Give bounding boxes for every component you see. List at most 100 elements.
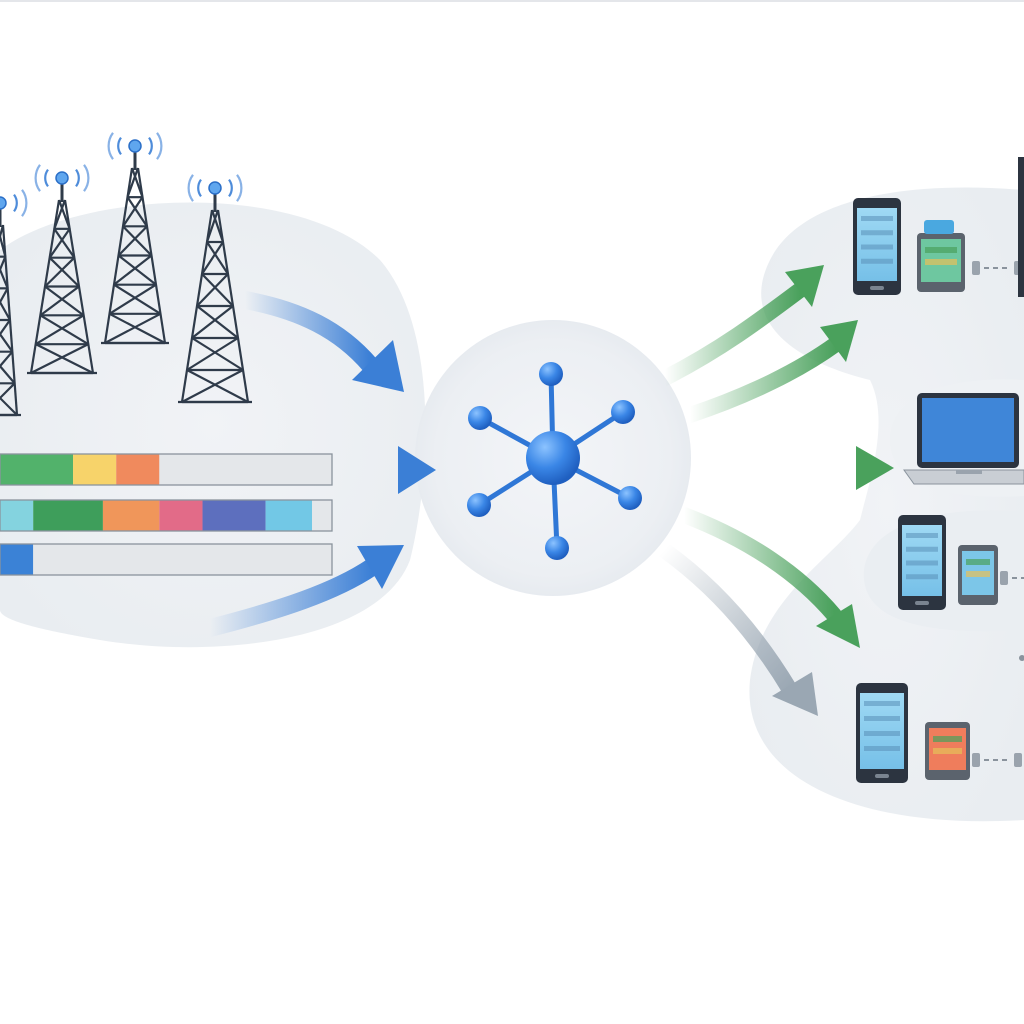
tower-brace [117,225,148,257]
screen-line [933,736,962,742]
signal-wave-icon [75,168,80,188]
signal-wave-icon [148,136,153,156]
laptop-screen [922,398,1014,462]
signal-wave-icon [187,174,194,202]
tower-brace [186,369,249,403]
device-group-3 [898,515,1024,610]
home-button [915,601,929,605]
source-region [0,202,426,648]
plug [1000,571,1008,585]
tower-3 [101,132,169,345]
tower-brace [35,314,85,346]
signal-wave-icon [34,164,41,192]
connector-icon [1000,571,1024,585]
tower-brace [0,382,16,400]
smartphone-icon [856,683,908,783]
outflow-arrowhead-3 [856,446,894,490]
tower-brace [122,196,144,227]
signal-wave-icon [156,132,163,160]
signal-wave-icon [236,174,243,202]
screen-line [906,574,938,580]
tower-brace [0,232,7,257]
tower-brace [108,312,166,344]
bar-segment [312,500,332,531]
tower-brace [117,254,157,286]
screen-line [966,571,990,577]
tower-brace [0,350,14,368]
tower-brace [0,224,5,241]
tower-brace [113,254,153,286]
tower-brace [35,343,94,374]
inflow-arrowhead-middle [398,446,436,494]
tower-brace [191,337,244,371]
bar-segment [102,500,160,531]
tower-1 [0,189,28,417]
outflow-arrow-1 [657,282,808,386]
data-bar-1 [0,453,333,486]
home-button [875,774,889,778]
signal-wave-icon [83,164,90,192]
plug [972,261,980,275]
signal-wave-icon [21,189,28,217]
signal-wave-icon [44,168,49,188]
tower-brace [191,305,234,339]
bar-segment [159,500,203,531]
screen-line [864,701,900,706]
bar-segment [0,500,34,531]
screen-line [861,258,893,264]
hub-node-icon [467,493,491,517]
tower-brace [196,273,229,307]
antenna-node [128,139,142,153]
tower-brace [104,312,162,344]
hub-node-icon [468,406,492,430]
tower-brace [201,273,234,307]
outflow-arrowhead-4 [816,604,860,648]
home-button [870,286,884,290]
screen-line [925,247,957,253]
tower-brace [186,337,239,371]
tower-brace [126,196,148,227]
tower-brace [0,256,7,273]
tablet-icon [925,722,970,780]
screen-line [933,748,962,754]
screen-line [925,259,957,265]
signal-wave-icon [107,132,114,160]
bar-segment [0,544,34,575]
bar-segment [159,454,332,485]
cloud-tag [924,220,954,234]
trackpad [956,470,982,474]
inflow-arrow-top [236,291,379,374]
bar-segment [265,500,313,531]
inflow-arrowhead-top [352,340,404,392]
bar-segment [33,544,332,575]
screen-line [906,560,938,566]
connector-icon [972,753,1022,767]
tablet-icon [958,545,998,605]
tower-brace [39,314,89,346]
data-stream-bars [0,453,333,576]
screen-line [966,559,990,565]
tower-brace [57,199,71,230]
edge-device [1018,157,1024,297]
outflow-arrow-5 [656,542,798,698]
tower-brace [196,305,239,339]
hub-node-icon [539,362,563,386]
antenna-node [0,196,7,210]
screen-line [864,746,900,751]
smartphone-icon [853,198,901,295]
tower-brace [0,319,11,337]
bar-segment [202,500,266,531]
tower-brace [0,299,11,321]
inflow-arrowhead-bottom [357,545,404,589]
tower-brace [48,256,80,288]
signal-wave-icon [117,136,122,156]
outflow-arrowhead-5 [772,672,818,716]
network-hub [467,362,642,560]
tower-brace [44,285,85,317]
device-group-4 [856,655,1024,783]
screen-line [864,731,900,736]
screen-line [864,716,900,721]
screen-line [861,216,893,221]
tower-brace [48,228,71,259]
